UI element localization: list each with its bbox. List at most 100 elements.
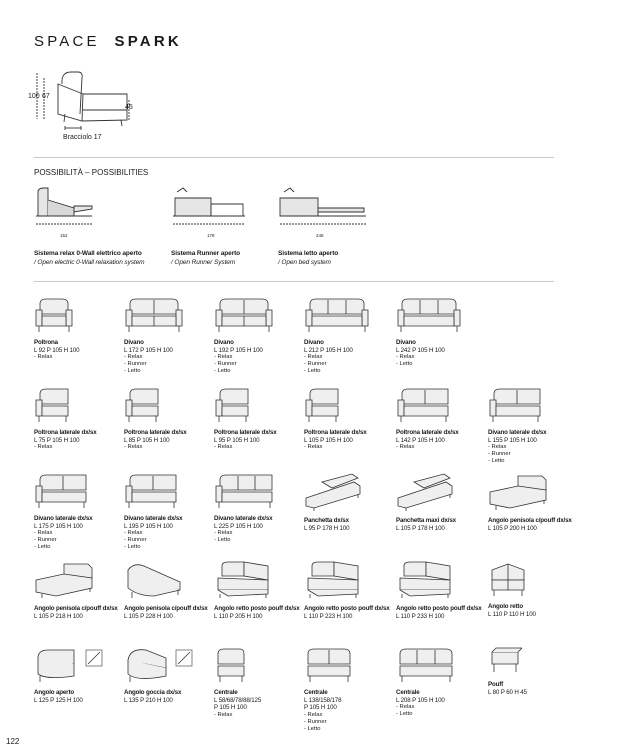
product-dimensions: L 105 P 105 H 100: [304, 436, 353, 444]
product-option: - Letto: [304, 368, 321, 375]
dim-armrest: Bracciolo 17: [63, 134, 102, 141]
bed-system-drawing: [279, 187, 366, 225]
product-dimensions: L 80 P 60 H 45: [488, 688, 527, 696]
sofa-module-icon: [214, 646, 306, 689]
runner-system-drawing: [173, 187, 245, 225]
product-name: Angolo retto: [488, 603, 523, 610]
divider: [34, 281, 554, 282]
system-dim: 152: [60, 233, 68, 238]
sofa-module-icon: [124, 296, 216, 339]
product-dimensions: L 155 P 105 H 100: [488, 436, 537, 444]
sofa-module-icon: [304, 560, 396, 605]
product-dimensions: L 105 P 200 H 100: [488, 524, 537, 532]
system-label-it: Sistema letto aperto: [278, 250, 339, 257]
product-option: - Letto: [34, 544, 51, 551]
product-name: Divano laterale dx/sx: [124, 515, 183, 522]
system-label-it: Sistema relax 0-Wall elettrico aperto: [34, 250, 142, 257]
product-name: Divano: [124, 339, 144, 346]
system-label-en: / Open Runner System: [171, 259, 236, 266]
product-dimensions: L 95 P 105 H 100: [214, 436, 260, 444]
product-name: Angolo retto posto pouff dx/sx: [396, 605, 482, 612]
product-dimensions: L 212 P 105 H 100: [304, 346, 353, 354]
sofa-module-icon: [214, 386, 306, 429]
product-option: - Relax: [34, 530, 53, 537]
sofa-module-icon: [396, 296, 488, 339]
dim-total-height: 100: [28, 93, 40, 100]
system-label-en: / Open bed system: [278, 259, 331, 266]
dim-back-height: 67: [42, 93, 50, 100]
title-light: SPACE: [34, 33, 100, 50]
product-option: - Runner: [304, 718, 327, 725]
product-option: - Letto: [396, 361, 413, 368]
product-name: Poltrona laterale dx/sx: [304, 429, 367, 436]
product-dimensions: L 105 P 178 H 100: [396, 524, 445, 532]
product-name: Divano: [214, 339, 234, 346]
product-name: Poltrona laterale dx/sx: [396, 429, 459, 436]
product-name: Angolo aperto: [34, 689, 74, 696]
product-option: - Relax: [124, 530, 143, 537]
sofa-module-icon: [396, 472, 488, 517]
sofa-module-icon: [488, 560, 580, 603]
product-dimensions: L 110 P 205 H 100: [214, 612, 263, 620]
product-dimensions: L 172 P 105 H 100: [124, 346, 173, 354]
system-dim: 178: [207, 233, 215, 238]
title-bold: SPARK: [114, 33, 182, 50]
product-dimensions: L 92 P 105 H 100: [34, 346, 80, 354]
product-dimensions: L 58/68/78/88/125: [214, 696, 262, 704]
product-option: - Relax: [214, 354, 233, 361]
product-option: - Runner: [214, 361, 237, 368]
product-dimensions: L 110 P 110 H 100: [488, 610, 536, 618]
product-option: - Letto: [124, 544, 141, 551]
sofa-module-icon: [396, 386, 488, 429]
product-name: Poltrona laterale dx/sx: [214, 429, 277, 436]
sofa-module-icon: [124, 646, 216, 689]
sofa-module-icon: [34, 386, 126, 429]
system-relax: 152 Sistema relax 0-Wall elettrico apert…: [34, 186, 145, 266]
product-dimensions: L 242 P 105 H 100: [396, 346, 445, 354]
product-option: - Letto: [304, 725, 321, 732]
product-dimensions: L 195 P 105 H 100: [124, 522, 173, 530]
product-option: - Relax: [304, 711, 323, 718]
system-label-en: / Open electric 0-Wall relaxation system: [34, 259, 145, 266]
product-option: - Relax: [214, 444, 233, 451]
sofa-module-icon: [304, 296, 396, 339]
product-name: Angolo penisola c/pouff dx/sx: [488, 517, 572, 524]
system-bed: 248 Sistema letto aperto / Open bed syst…: [278, 186, 378, 266]
product-dimensions: L 105 P 228 H 100: [124, 612, 173, 620]
product-dimensions: L 192 P 105 H 100: [214, 346, 263, 354]
product-option: - Runner: [488, 451, 511, 458]
product-name: Panchetta dx/sx: [304, 517, 349, 524]
system-label-it: Sistema Runner aperto: [171, 250, 241, 257]
product-option: - Runner: [124, 537, 147, 544]
product-option: - Relax: [396, 354, 415, 361]
product-dimensions: L 138/158/178: [304, 696, 342, 704]
product-name: Poltrona laterale dx/sx: [124, 429, 187, 436]
product-option: - Relax: [304, 354, 323, 361]
product-option: - Relax: [214, 530, 233, 537]
sofa-module-icon: [124, 472, 216, 515]
relax-system-drawing: [36, 187, 93, 225]
product-option: - Relax: [304, 444, 323, 451]
sofa-module-icon: [34, 560, 126, 605]
system-dim: 248: [316, 233, 324, 238]
product-name: Divano: [396, 339, 416, 346]
sofa-module-icon: [214, 560, 306, 605]
sofa-module-icon: [488, 646, 580, 681]
dim-seat-height: 45: [125, 104, 133, 111]
product-dimensions: L 225 P 105 H 100: [214, 522, 263, 530]
sofa-module-icon: [34, 296, 126, 339]
product-dimensions: L 85 P 105 H 100: [124, 436, 170, 444]
product-name: Divano laterale dx/sx: [488, 429, 547, 436]
